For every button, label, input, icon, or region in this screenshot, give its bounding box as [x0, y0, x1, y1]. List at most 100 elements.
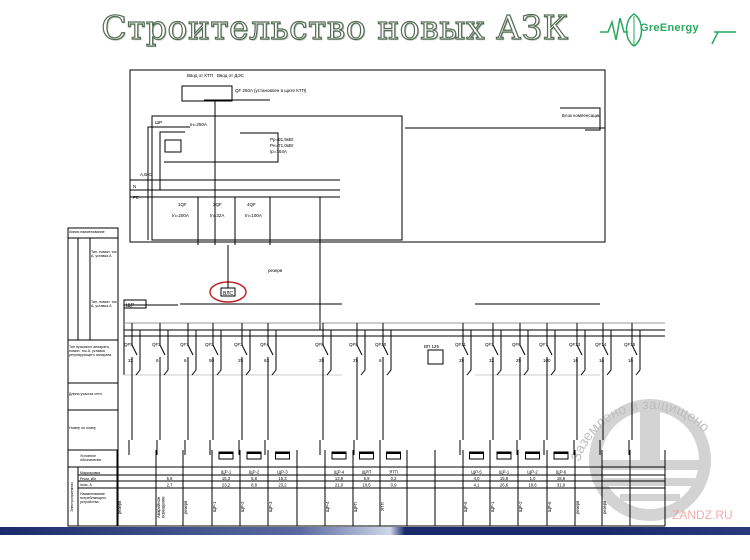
label-reserve: резерв: [268, 268, 283, 273]
top-panel-frame: [129, 69, 606, 330]
slide-title: Строительство новых АЗК: [101, 7, 569, 47]
breaker-name: QF8: [315, 342, 324, 347]
highlight-label: ВЛС: [223, 291, 234, 297]
label-pe: PE: [133, 195, 139, 200]
breaker: QF3 25: [234, 323, 251, 455]
cell-mark: ЩР-6: [556, 470, 567, 475]
breaker-name: QF3: [234, 342, 243, 347]
cell-name: ЩР-6: [547, 501, 552, 513]
cell-name: ЩР-1: [212, 501, 217, 513]
highlighted-breaker: ВЛС: [209, 245, 247, 303]
breaker-rating: 25: [238, 358, 244, 363]
consumer-table: [68, 450, 666, 527]
cell-mark: ЩР-5: [471, 470, 482, 475]
breaker: QF6 25: [512, 323, 529, 455]
cell-current: 4,1: [474, 483, 480, 488]
breaker-rating: 25: [353, 358, 359, 363]
label-qf250: QF 250A (установлен в щите КТП): [235, 88, 307, 93]
breaker-rating: 6: [379, 358, 382, 363]
cell-mark: ЩР-3: [277, 470, 288, 475]
breaker-name: QF1: [485, 342, 494, 347]
breaker-rating: 63: [264, 358, 270, 363]
feeder-2qf: 2QF: [213, 202, 222, 207]
breaker-name: QF15: [624, 342, 636, 347]
row-label: Наименование потребляющего устройства: [80, 492, 107, 504]
cell-name: ЩР-2: [518, 501, 523, 513]
cell-power: 15,3: [278, 476, 287, 481]
cell-current: 26,6: [500, 483, 509, 488]
breaker-rating: 32: [489, 358, 495, 363]
cell-power: 5,8: [251, 476, 257, 481]
breaker-name: QF2: [205, 342, 214, 347]
row-label: Маркировка: [80, 470, 101, 475]
label-shr: ШР: [155, 120, 162, 125]
breaker-name: QF5: [124, 342, 133, 347]
cell-power: 0,2: [391, 476, 397, 481]
breaker-rating: 50: [209, 358, 215, 363]
label-ir: Iр=164А: [270, 149, 287, 154]
cell-power: 5,8: [167, 476, 173, 481]
slide-bottom-bar: [0, 527, 750, 535]
feeder-rating-2: In=32A: [210, 213, 224, 218]
cell-mark: ЩР-4: [334, 470, 345, 475]
breaker-rating: 25: [459, 358, 465, 363]
breaker-name: QF14: [595, 342, 607, 347]
breaker-name: QF2: [152, 342, 161, 347]
cell-current: 31,9: [557, 483, 566, 488]
breaker-name: QF1: [180, 342, 189, 347]
cell-mark: ЩР-2: [527, 470, 538, 475]
cell-name: ЩР-3: [268, 501, 273, 513]
cell-current: 23,2: [278, 483, 287, 488]
cell-current: 2,7: [167, 483, 173, 488]
cell-current: 10,5: [362, 483, 371, 488]
label-pn: Рн=71,0кВт: [270, 143, 294, 148]
left-table-label: Длина участка сети: [69, 392, 102, 396]
cell-name: резерв: [602, 500, 607, 514]
table-column: ЩР-115,826,6: [496, 451, 512, 488]
breaker-rating: 25: [319, 358, 325, 363]
cell-name: [436, 490, 462, 524]
ground-symbol-icon: [640, 405, 660, 460]
cell-power: 5,9: [364, 476, 370, 481]
label-shr-bus: ЩР: [126, 303, 135, 309]
cell-name: Аварийное освещение: [156, 496, 166, 518]
cell-power: 1,0: [530, 476, 536, 481]
cell-name: резерв: [575, 500, 580, 514]
cell-power: 15,8: [500, 476, 509, 481]
breaker-rating: 100: [543, 358, 551, 363]
cell-mark: ЩР-1: [221, 470, 232, 475]
cell-mark: ЩРП: [362, 470, 372, 475]
feeder-4qf: 4QF: [247, 202, 256, 207]
breaker-name: QF6: [512, 342, 521, 347]
cell-power: 18,9: [557, 476, 566, 481]
label-input-ktp: Ввод от КТП: [187, 73, 213, 78]
table-column: ЩР-21,018,6: [525, 451, 540, 488]
breaker-name: QF13: [569, 342, 581, 347]
breaker-rating: 25: [516, 358, 522, 363]
cell-mark: ЩР-2: [249, 470, 260, 475]
label-abc: А,В,С: [140, 172, 153, 177]
cell-power: 4,0: [474, 476, 480, 481]
breaker-rating: 32: [128, 358, 134, 363]
left-table-label: Тип, номин. ток А, уставка А: [91, 250, 117, 258]
left-table-label: Тип пускового аппарата, номин. ток А, ус…: [69, 345, 112, 357]
label-n: N: [133, 184, 136, 189]
row-label: Рном, кВт: [80, 476, 97, 481]
breaker: QF2 50: [205, 323, 222, 455]
cell-name: [298, 490, 324, 524]
watermark-site: ZANDZ.RU: [672, 508, 733, 522]
feeder-rating-1: In=200A: [172, 213, 189, 218]
cell-name: [408, 490, 434, 524]
cell-current: 21,0: [335, 483, 344, 488]
feeder-1qf: 1QF: [178, 202, 187, 207]
table-column: ЩР-115,323,2: [218, 451, 234, 488]
table-column: ЩР-25,88,8: [246, 451, 262, 488]
cell-current: 23,2: [222, 483, 231, 488]
